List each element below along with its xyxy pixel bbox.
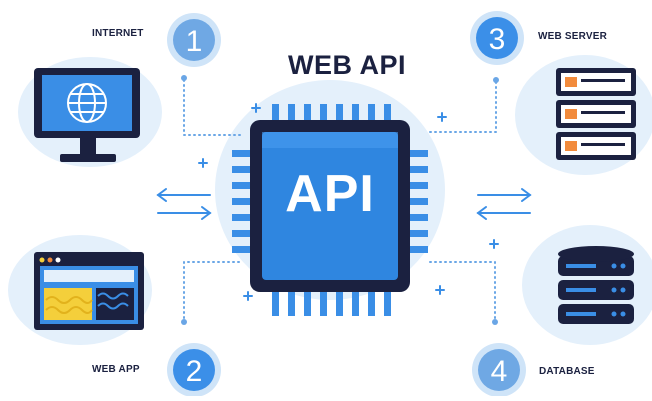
chip-label: API — [285, 165, 375, 223]
badge-1: 1 — [167, 13, 221, 67]
badge-number-1: 1 — [186, 25, 203, 58]
connector-dots — [181, 75, 499, 325]
badge-3: 3 — [470, 11, 524, 65]
globe-monitor-icon — [34, 68, 140, 162]
chip-pins — [232, 104, 428, 316]
badge-4: 4 — [472, 343, 526, 397]
badge-number-4: 4 — [491, 355, 508, 388]
database-stack-icon — [558, 246, 634, 324]
diagram-title: WEB API — [288, 50, 406, 80]
label-database: DATABASE — [539, 366, 595, 377]
badge-2: 2 — [167, 343, 221, 397]
label-web-server: WEB SERVER — [538, 31, 608, 42]
badge-number-3: 3 — [489, 23, 506, 56]
api-chip — [250, 120, 410, 292]
label-internet: INTERNET — [92, 28, 144, 39]
right-exchange-arrows — [476, 188, 532, 220]
left-exchange-arrows — [156, 188, 212, 220]
server-rack-icon — [556, 68, 636, 160]
dotted-connectors — [183, 79, 497, 319]
browser-window-icon — [34, 252, 144, 330]
badge-number-2: 2 — [186, 355, 203, 388]
label-web-app: WEB APP — [92, 364, 140, 375]
plus-decorations — [198, 103, 499, 301]
